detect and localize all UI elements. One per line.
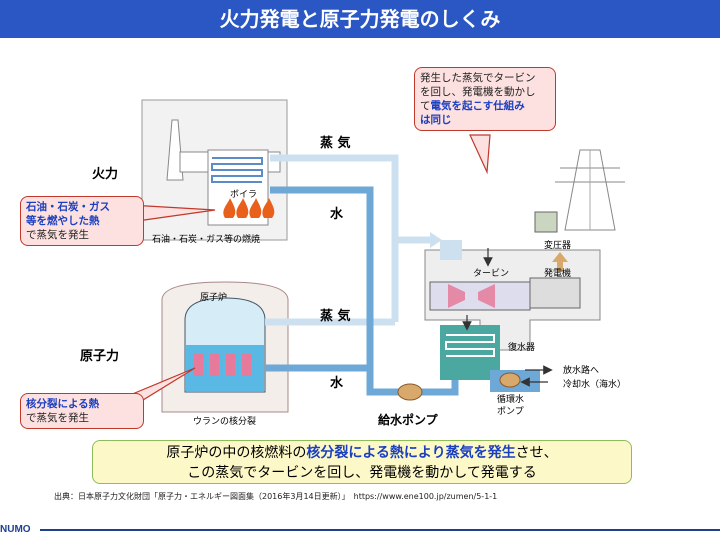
label-feed-pump: 給水ポンプ bbox=[378, 412, 439, 427]
source-citation: 出典：日本原子力文化財団「原子力・エネルギー図面集（2016年3月14日更新）」… bbox=[54, 492, 498, 501]
power-generation-diagram: 火力 原子力 蒸 気 水 蒸 気 水 ボイラ 石油・石炭・ガス等の燃焼 原子炉 … bbox=[80, 99, 626, 427]
turbine-hall bbox=[397, 240, 601, 401]
label-nuclear: 原子力 bbox=[80, 348, 119, 364]
footer-divider bbox=[40, 529, 720, 531]
callout-turbine-line3-pre: て bbox=[420, 100, 431, 112]
callout-turbine-line3: て電気を起こす仕組み bbox=[420, 99, 550, 113]
label-cooling-water: 冷却水（海水） bbox=[563, 378, 626, 390]
nuclear-plant bbox=[161, 281, 289, 413]
numo-logo: NUMO bbox=[0, 524, 31, 535]
label-steam-top: 蒸 気 bbox=[320, 135, 351, 151]
page-title: 火力発電と原子力発電のしくみ bbox=[0, 0, 720, 38]
summary-box: 原子炉の中の核燃料の核分裂による熱により蒸気を発生させ、 この蒸気でタービンを回… bbox=[92, 440, 632, 484]
thermal-plant bbox=[141, 99, 288, 241]
label-circ-pump-1: 循環水 bbox=[497, 393, 524, 405]
label-thermal-fuel: 石油・石炭・ガス等の燃焼 bbox=[152, 233, 260, 245]
callout-thermal-text: で蒸気を発生 bbox=[26, 229, 89, 241]
callout-nuclear-text: で蒸気を発生 bbox=[26, 412, 89, 424]
summary-post: させ、 bbox=[515, 445, 558, 461]
summary-line1: 原子炉の中の核燃料の核分裂による熱により蒸気を発生させ、 bbox=[93, 443, 631, 463]
label-reactor: 原子炉 bbox=[200, 291, 227, 303]
callout-turbine-line1: 発生した蒸気でタービン bbox=[420, 72, 536, 84]
callout-turbine: 発生した蒸気でタービン を回し、発電機を動かし て電気を起こす仕組み は同じ bbox=[414, 67, 556, 131]
label-condenser: 復水器 bbox=[508, 341, 535, 353]
label-water-top: 水 bbox=[330, 206, 344, 222]
summary-hl: 核分裂による熱により蒸気を発生 bbox=[306, 445, 516, 461]
label-transformer: 変圧器 bbox=[544, 239, 571, 251]
callout-thermal-hl2: 等を燃やした熱 bbox=[26, 215, 100, 227]
callout-nuclear: 核分裂による熱 で蒸気を発生 bbox=[20, 393, 144, 429]
label-water-bottom: 水 bbox=[330, 375, 344, 391]
label-discharge: 放水路へ bbox=[563, 364, 599, 376]
callout-turbine-hl1: 電気を起こす仕組み bbox=[430, 100, 525, 112]
label-uranium: ウランの核分裂 bbox=[193, 415, 256, 427]
label-boiler: ボイラ bbox=[230, 189, 257, 200]
pipes bbox=[265, 154, 459, 396]
callout-nuclear-hl: 核分裂による熱 bbox=[26, 398, 100, 410]
callout-turbine-line2: を回し、発電機を動かし bbox=[420, 86, 536, 98]
callout-turbine-hl2: は同じ bbox=[420, 114, 452, 126]
label-circ-pump-2: ポンプ bbox=[497, 406, 524, 417]
callout-thermal-hl1: 石油・石炭・ガス bbox=[26, 201, 110, 213]
label-steam-bottom: 蒸 気 bbox=[320, 308, 351, 324]
transmission-tower-icon bbox=[534, 149, 625, 272]
label-generator: 発電機 bbox=[544, 267, 571, 279]
summary-line2: この蒸気でタービンを回し、発電機を動かして発電する bbox=[187, 465, 537, 481]
flame-icon bbox=[223, 198, 275, 218]
summary-pre: 原子炉の中の核燃料の bbox=[166, 445, 307, 461]
callout-thermal: 石油・石炭・ガス 等を燃やした熱 で蒸気を発生 bbox=[20, 196, 144, 246]
label-turbine: タービン bbox=[473, 268, 509, 279]
label-thermal: 火力 bbox=[92, 166, 118, 182]
